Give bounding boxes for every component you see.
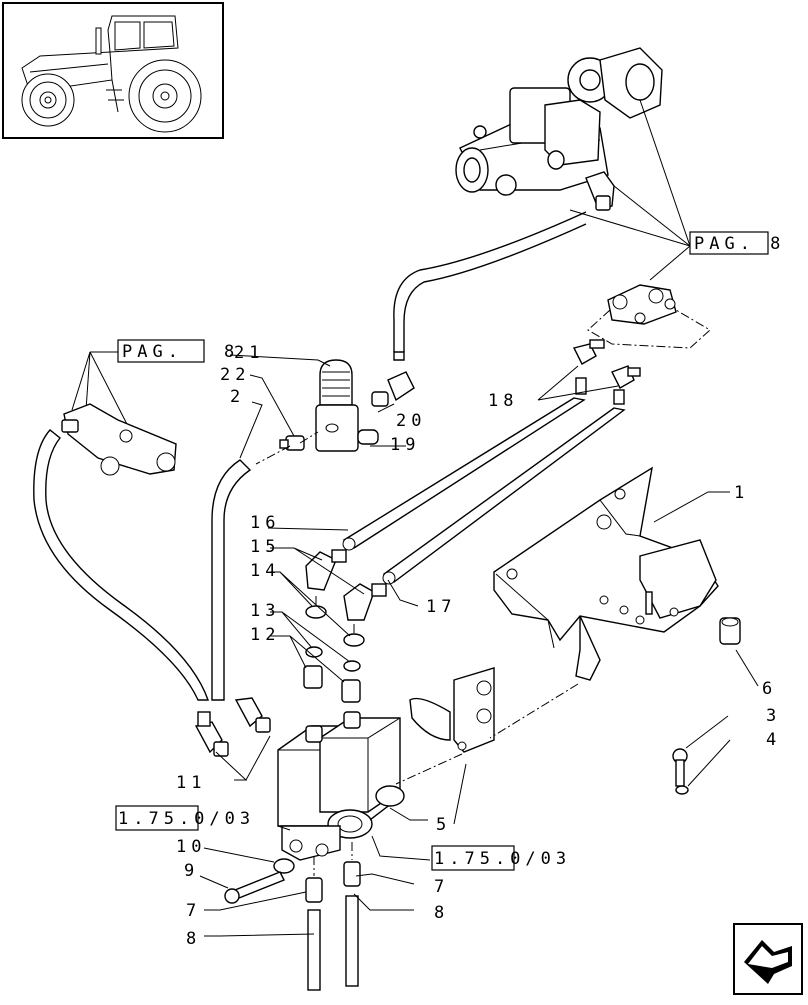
nut-6 <box>719 617 741 645</box>
fitting-18a <box>572 339 605 395</box>
elbow-fitting-left <box>234 697 271 733</box>
reference-pag-left[interactable]: PAG. <box>117 339 205 363</box>
reference-pag-top-label: PAG. 8 <box>694 234 785 254</box>
bolt-3 <box>672 748 688 787</box>
callout-12[interactable]: 12 <box>250 625 280 645</box>
elbow-20 <box>371 371 415 407</box>
fitting-18b <box>611 365 641 405</box>
pipe-8b <box>345 895 359 987</box>
callout-1[interactable]: 1 <box>734 483 749 503</box>
adapter-22 <box>279 435 305 451</box>
reference-right[interactable]: 1.75.0/03 <box>431 845 571 871</box>
adapter-7a <box>305 877 323 903</box>
callout-10[interactable]: 10 <box>176 837 206 857</box>
adapter-7b <box>343 861 361 887</box>
callout-7-left[interactable]: 7 <box>186 901 201 921</box>
callout-11[interactable]: 11 <box>176 773 206 793</box>
next-page-arrow-icon[interactable] <box>733 923 803 995</box>
callout-16[interactable]: 16 <box>250 513 280 533</box>
callout-18[interactable]: 18 <box>488 391 518 411</box>
callout-8-right[interactable]: 8 <box>434 903 449 923</box>
callout-7-right[interactable]: 7 <box>434 877 449 897</box>
callout-20[interactable]: 20 <box>396 411 426 431</box>
reference-right-label: 1.75.0/03 <box>434 849 571 869</box>
callout-4[interactable]: 4 <box>766 730 781 750</box>
elbow-fitting-15b <box>343 583 387 621</box>
pressure-valve-21 <box>315 359 359 452</box>
reference-pag-left-page: 8 <box>224 342 239 362</box>
washer-14b <box>343 633 365 647</box>
callout-5[interactable]: 5 <box>436 815 451 835</box>
solenoid-valve-block <box>277 711 405 861</box>
callout-8-left[interactable]: 8 <box>186 929 201 949</box>
washer-10 <box>273 858 295 874</box>
callout-19[interactable]: 19 <box>390 435 420 455</box>
reference-left-label: 1.75.0/03 <box>118 809 255 829</box>
reference-pag-top[interactable]: PAG. 8 <box>689 231 785 255</box>
pipe-8a <box>307 909 321 991</box>
brake-valve-assembly <box>455 47 663 211</box>
tractor-thumbnail-icon <box>2 2 224 139</box>
adapter-12b <box>341 679 361 703</box>
callout-2[interactable]: 2 <box>230 387 245 407</box>
washer-13b <box>343 660 361 672</box>
plug-19 <box>357 429 379 445</box>
reference-left[interactable]: 1.75.0/03 <box>115 805 255 831</box>
callout-9[interactable]: 9 <box>184 861 199 881</box>
reference-pag-left-label: PAG. <box>122 342 183 362</box>
elbow-fitting-11 <box>194 711 229 757</box>
bracket-5 <box>409 667 495 753</box>
callout-13[interactable]: 13 <box>250 601 280 621</box>
callout-21[interactable]: 21 <box>234 343 264 363</box>
callout-14[interactable]: 14 <box>250 561 280 581</box>
callout-3[interactable]: 3 <box>766 706 781 726</box>
elbow-fitting-15a <box>305 549 347 591</box>
callout-6[interactable]: 6 <box>762 679 777 699</box>
callout-17[interactable]: 17 <box>426 597 456 617</box>
mounting-bracket-1 <box>493 466 719 681</box>
tee-fitting <box>607 284 677 325</box>
callout-22[interactable]: 22 <box>220 365 250 385</box>
tee-fitting-left <box>61 403 177 476</box>
washer-4 <box>675 785 689 795</box>
washer-14a <box>305 605 327 619</box>
callout-15[interactable]: 15 <box>250 537 280 557</box>
adapter-12a <box>303 665 323 689</box>
